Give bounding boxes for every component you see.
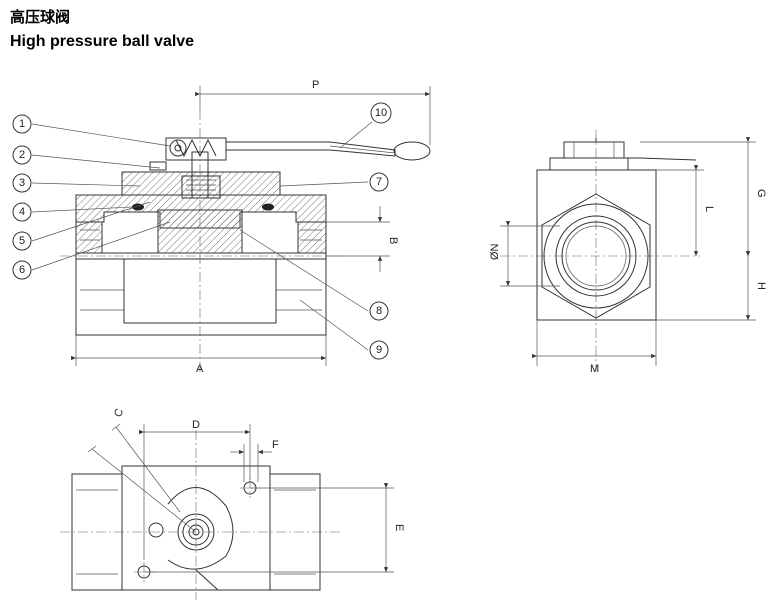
dim-H-label: H: [755, 282, 767, 290]
dim-A-label: A: [196, 363, 204, 375]
callout-8: 8: [369, 301, 389, 321]
svg-text:5: 5: [19, 235, 25, 247]
svg-text:3: 3: [19, 177, 25, 189]
title-english: High pressure ball valve: [10, 33, 195, 50]
dim-F-label: F: [272, 439, 279, 451]
callout-7: 7: [369, 172, 389, 192]
dim-N-label: ØN: [489, 243, 501, 260]
callout-4: 4: [12, 202, 32, 222]
dim-M-label: M: [590, 363, 599, 375]
callout-1: 1: [12, 114, 32, 134]
svg-text:1: 1: [19, 118, 25, 130]
svg-text:10: 10: [375, 107, 387, 119]
callout-3: 3: [12, 173, 32, 193]
callout-5: 5: [12, 231, 32, 251]
dim-L-label: L: [703, 206, 715, 212]
svg-text:9: 9: [376, 344, 382, 356]
dim-D-label: D: [192, 419, 200, 431]
callout-6: 6: [12, 260, 32, 280]
dim-B-label: B: [387, 237, 399, 244]
dim-G-label: G: [755, 189, 767, 198]
title-chinese: 高压球阀: [10, 8, 71, 26]
svg-text:7: 7: [376, 176, 382, 188]
dim-E-label: E: [393, 524, 405, 531]
callout-2: 2: [12, 145, 32, 165]
dim-P-label: P: [312, 79, 319, 91]
svg-text:6: 6: [19, 264, 25, 276]
top-view: D F C E: [60, 407, 405, 600]
svg-text:4: 4: [19, 206, 25, 218]
front-section-view: P A B 1 2 3 4 5 6 7 8 9 10: [12, 79, 431, 375]
svg-text:2: 2: [19, 149, 25, 161]
svg-text:8: 8: [376, 305, 382, 317]
side-view: G H L ØN M: [489, 130, 767, 375]
callout-9: 9: [369, 340, 389, 360]
dim-C-label: C: [112, 407, 126, 419]
callout-10: 10: [370, 102, 392, 124]
